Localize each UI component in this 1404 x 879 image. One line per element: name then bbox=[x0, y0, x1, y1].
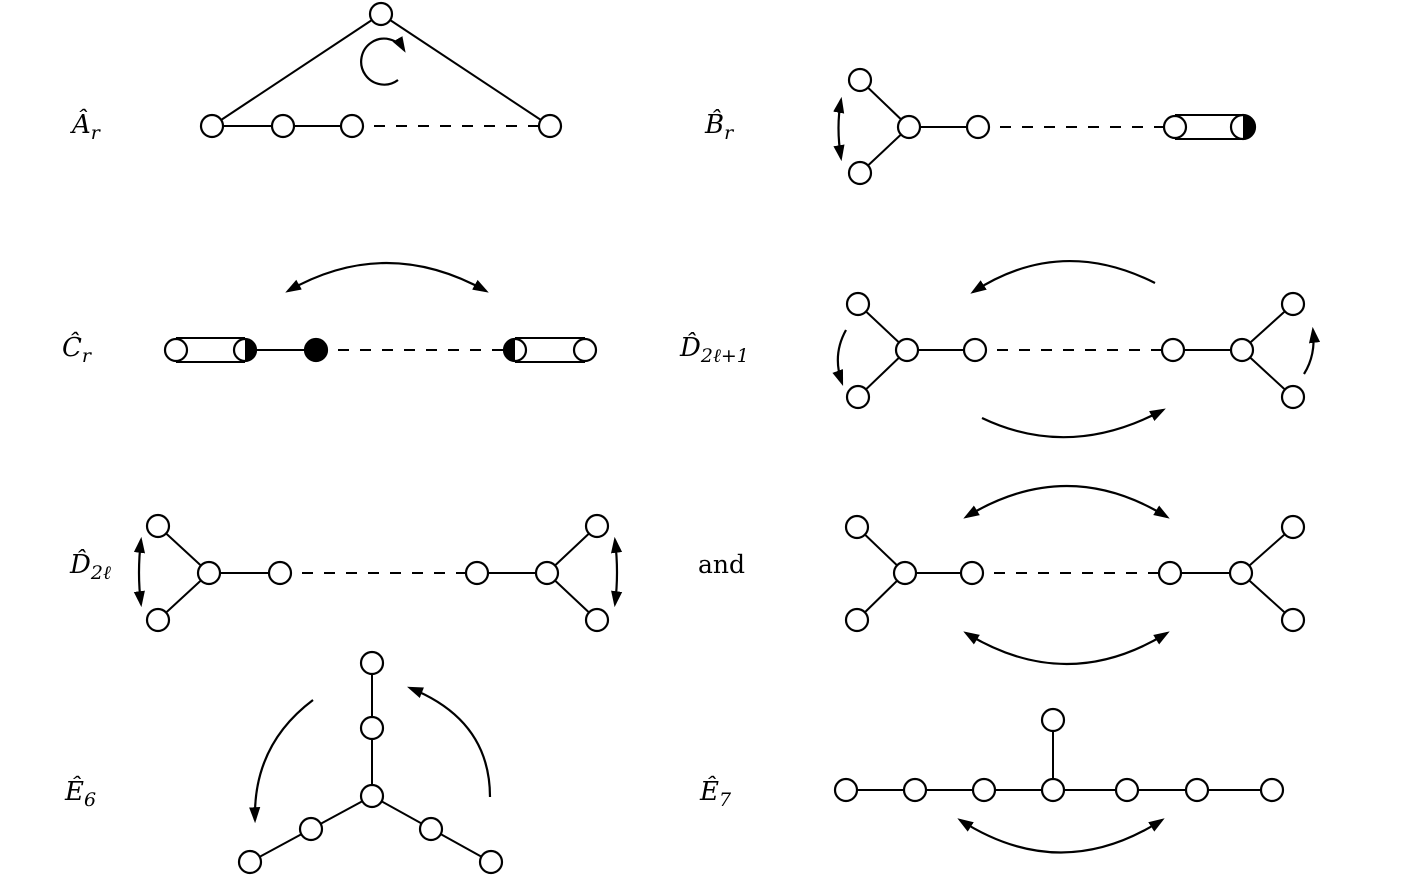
node bbox=[844, 514, 870, 540]
node bbox=[959, 560, 985, 586]
edge bbox=[211, 13, 382, 127]
node bbox=[894, 337, 920, 363]
node bbox=[163, 337, 189, 363]
label-D-2l+1: D̂2ℓ+1 bbox=[679, 332, 749, 367]
label-E-6: Ê6 bbox=[64, 775, 96, 811]
node bbox=[1259, 777, 1285, 803]
node bbox=[199, 113, 225, 139]
node-fill bbox=[245, 339, 256, 361]
node bbox=[847, 67, 873, 93]
node bbox=[534, 560, 560, 586]
node bbox=[359, 783, 385, 809]
node bbox=[359, 715, 385, 741]
node bbox=[1040, 707, 1066, 733]
node bbox=[145, 607, 171, 633]
node bbox=[1157, 560, 1183, 586]
arrow bbox=[1303, 326, 1321, 375]
node bbox=[584, 513, 610, 539]
node bbox=[267, 560, 293, 586]
arrow bbox=[981, 408, 1166, 439]
double-arrow bbox=[610, 536, 623, 608]
node bbox=[368, 1, 394, 27]
node bbox=[845, 384, 871, 410]
label-C-r: Ĉr bbox=[62, 331, 93, 367]
node bbox=[1160, 337, 1186, 363]
filled-node bbox=[303, 337, 329, 363]
node bbox=[572, 337, 598, 363]
arrow bbox=[249, 699, 314, 824]
edge bbox=[380, 13, 551, 127]
node bbox=[896, 114, 922, 140]
node bbox=[892, 560, 918, 586]
node bbox=[478, 849, 504, 875]
node bbox=[145, 513, 171, 539]
node bbox=[902, 777, 928, 803]
node-fill bbox=[504, 339, 515, 361]
node bbox=[1114, 777, 1140, 803]
node bbox=[537, 113, 563, 139]
node bbox=[418, 816, 444, 842]
arrow bbox=[832, 329, 847, 387]
node bbox=[1040, 777, 1066, 803]
double-bond bbox=[515, 337, 585, 363]
node bbox=[1228, 560, 1254, 586]
node bbox=[1280, 514, 1306, 540]
double-arrow bbox=[833, 96, 845, 162]
double-arrow bbox=[285, 262, 489, 293]
node bbox=[845, 291, 871, 317]
label-E-7: Ê7 bbox=[699, 775, 732, 811]
double-arrow bbox=[963, 631, 1170, 665]
node bbox=[833, 777, 859, 803]
double-arrow bbox=[133, 536, 146, 608]
node bbox=[270, 113, 296, 139]
node bbox=[584, 607, 610, 633]
graphs bbox=[133, 1, 1321, 875]
node bbox=[847, 160, 873, 186]
node bbox=[1162, 114, 1188, 140]
label-and: and bbox=[698, 550, 745, 579]
node bbox=[196, 560, 222, 586]
node bbox=[298, 816, 324, 842]
node bbox=[359, 650, 385, 676]
node bbox=[971, 777, 997, 803]
arrow bbox=[360, 36, 406, 86]
node bbox=[844, 607, 870, 633]
arrow bbox=[970, 259, 1156, 294]
double-bond bbox=[1175, 114, 1243, 140]
node bbox=[962, 337, 988, 363]
label-A-r: Âr bbox=[70, 108, 102, 144]
label-D-2l: D̂2ℓ bbox=[69, 549, 111, 584]
label-B-r: B̂r bbox=[704, 109, 735, 144]
node bbox=[1280, 607, 1306, 633]
node bbox=[965, 114, 991, 140]
arrow bbox=[407, 686, 492, 798]
node bbox=[339, 113, 365, 139]
node-fill bbox=[1243, 115, 1255, 139]
node bbox=[1184, 777, 1210, 803]
double-arrow bbox=[963, 485, 1170, 519]
node bbox=[464, 560, 490, 586]
double-arrow bbox=[957, 818, 1165, 854]
node bbox=[1280, 291, 1306, 317]
node bbox=[1280, 384, 1306, 410]
node bbox=[237, 849, 263, 875]
node bbox=[1229, 337, 1255, 363]
double-bond bbox=[176, 337, 245, 363]
